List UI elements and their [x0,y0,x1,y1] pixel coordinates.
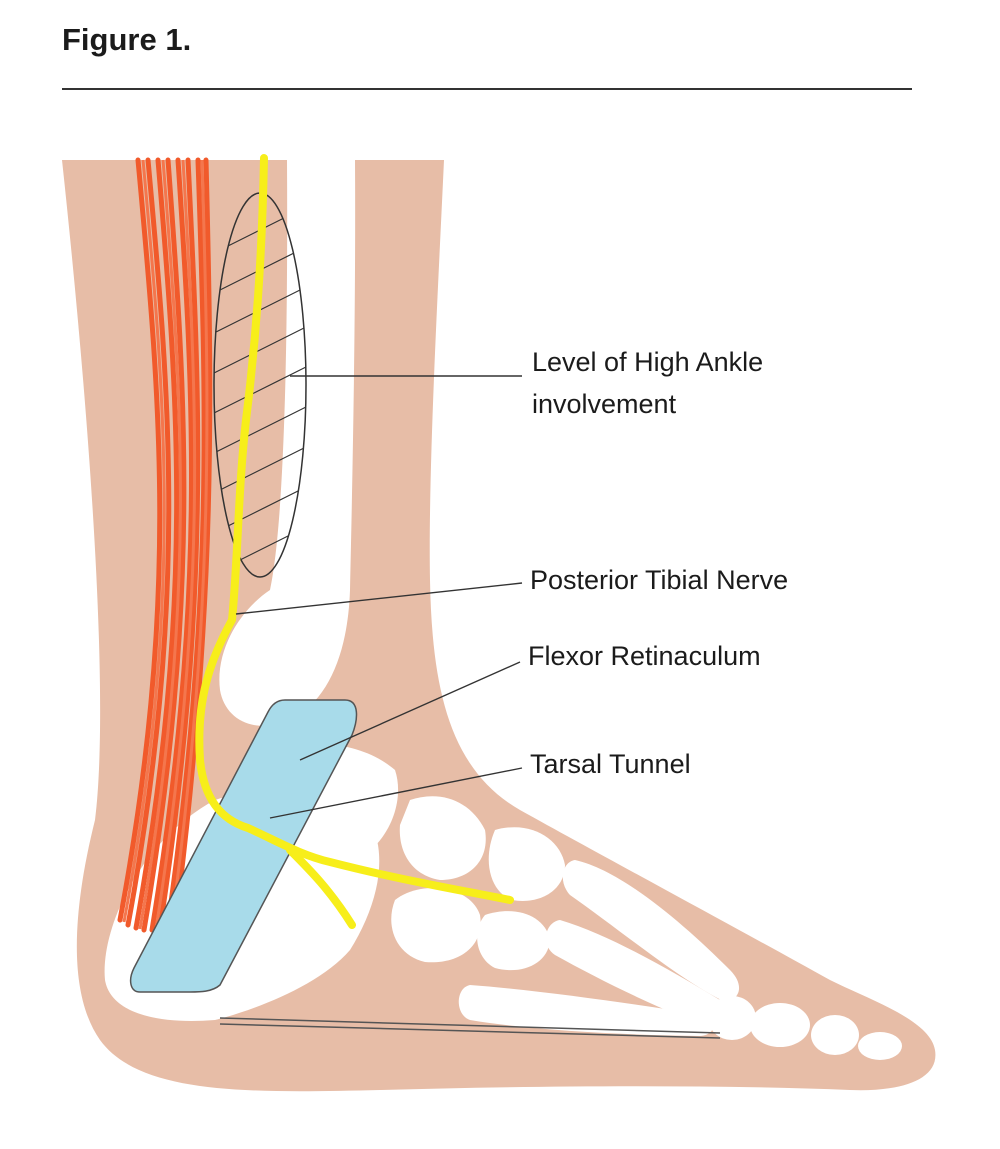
label-posterior-tibial-nerve: Posterior Tibial Nerve [530,565,789,595]
phalanx-middle [811,1015,859,1055]
calf-muscle-fill [122,159,209,930]
metatarsal-1 [562,860,740,1002]
metatarsal-2 [545,920,729,1028]
phalanx-proximal [750,1003,810,1047]
cuneiform-bone-2 [477,911,550,971]
label-flexor-retinaculum: Flexor Retinaculum [528,641,761,671]
flexor-retinaculum-band [129,699,358,993]
phalanx-distal [858,1032,902,1060]
leg-interior-gap [219,160,356,726]
plantar-line-1 [219,1017,721,1034]
title-divider [62,88,912,90]
posterior-tibial-nerve-path [195,154,514,929]
figure-title: Figure 1. [62,22,192,57]
metatarsal-3 [458,985,714,1036]
leader-nerve [235,582,523,615]
leader-lines [235,375,523,819]
cuboid-bone [391,888,481,963]
label-high-ankle-line1: Level of High Ankle [532,347,764,377]
leader-retinaculum [299,661,521,761]
navicular-bone [399,796,486,880]
leader-tunnel [269,767,523,819]
cuneiform-bone-1 [488,827,565,901]
calf-muscle-fibres [117,157,213,933]
label-tarsal-tunnel: Tarsal Tunnel [530,749,691,779]
plantar-line-2 [219,1023,721,1039]
metatarsal-head [708,996,756,1040]
label-high-ankle: Level of High Ankle involvement [532,342,763,426]
label-high-ankle-line2: involvement [532,388,677,419]
